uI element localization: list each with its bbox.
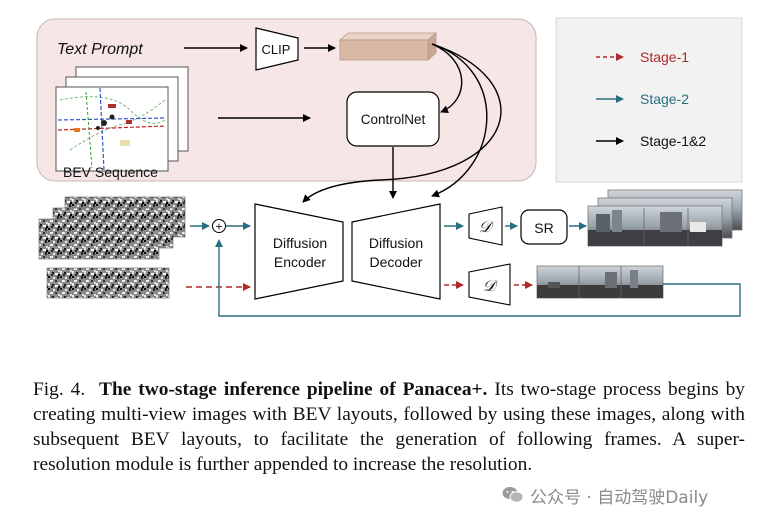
diffusion-decoder — [351, 203, 441, 300]
figure-caption: Fig. 4. The two-stage inference pipeline… — [33, 377, 745, 477]
wechat-icon — [502, 487, 524, 503]
noise-latents-stack — [38, 196, 186, 260]
diffusion-encoder-label-1: Diffusion — [273, 235, 327, 251]
diffusion-decoder-label-2: Decoder — [370, 254, 423, 270]
plus-node — [212, 219, 226, 233]
sr-block — [520, 209, 568, 245]
diffusion-encoder-label-2: Encoder — [274, 254, 326, 270]
feedback-loop — [215, 239, 741, 317]
arrow-embedding-to-controlnet — [431, 43, 463, 114]
legend-stage2-label: Stage-2 — [640, 91, 689, 107]
controlnet-label: ControlNet — [361, 112, 426, 127]
arrow-embedding-to-decoder — [431, 43, 488, 198]
watermark-text: 公众号 · 自动驾驶Daily — [530, 487, 709, 508]
caption-prefix: Fig. 4. — [33, 379, 86, 400]
vae-decoder-stage1 — [468, 263, 511, 306]
vae-decoder-stage2-label: 𝒟 — [479, 217, 495, 236]
noise-latent-single — [46, 267, 170, 299]
legend-stage12-label: Stage-1&2 — [640, 133, 706, 149]
clip-label: CLIP — [262, 42, 291, 57]
text-embedding — [338, 32, 438, 61]
legend-box — [555, 17, 743, 183]
controlnet-block — [346, 91, 440, 147]
text-prompt-label: Text Prompt — [57, 41, 143, 58]
vae-decoder-stage1-label: 𝒟 — [483, 276, 499, 295]
diffusion-decoder-label-1: Diffusion — [369, 235, 423, 251]
legend-stage1-label: Stage-1 — [640, 49, 689, 65]
pipeline-figure: Text Prompt CLIP BEV Sequence ControlNet — [36, 17, 743, 317]
bev-sequence-label: BEV Sequence — [63, 164, 158, 180]
caption-body: Its two-stage process begins by creating… — [33, 379, 746, 475]
diffusion-encoder — [254, 203, 344, 300]
caption-title: The two-stage inference pipeline of Pana… — [99, 379, 488, 400]
watermark: 公众号 · 自动驾驶Daily — [502, 482, 708, 508]
sr-label: SR — [534, 220, 553, 236]
bev-sequence-stack — [55, 66, 189, 172]
plus-symbol: + — [215, 220, 222, 234]
vae-decoder-stage2 — [468, 206, 503, 246]
output-images-stage1 — [536, 265, 664, 299]
clip-encoder — [255, 27, 299, 71]
arrow-embedding-to-encoder — [302, 43, 502, 203]
output-images-stack — [587, 189, 743, 247]
